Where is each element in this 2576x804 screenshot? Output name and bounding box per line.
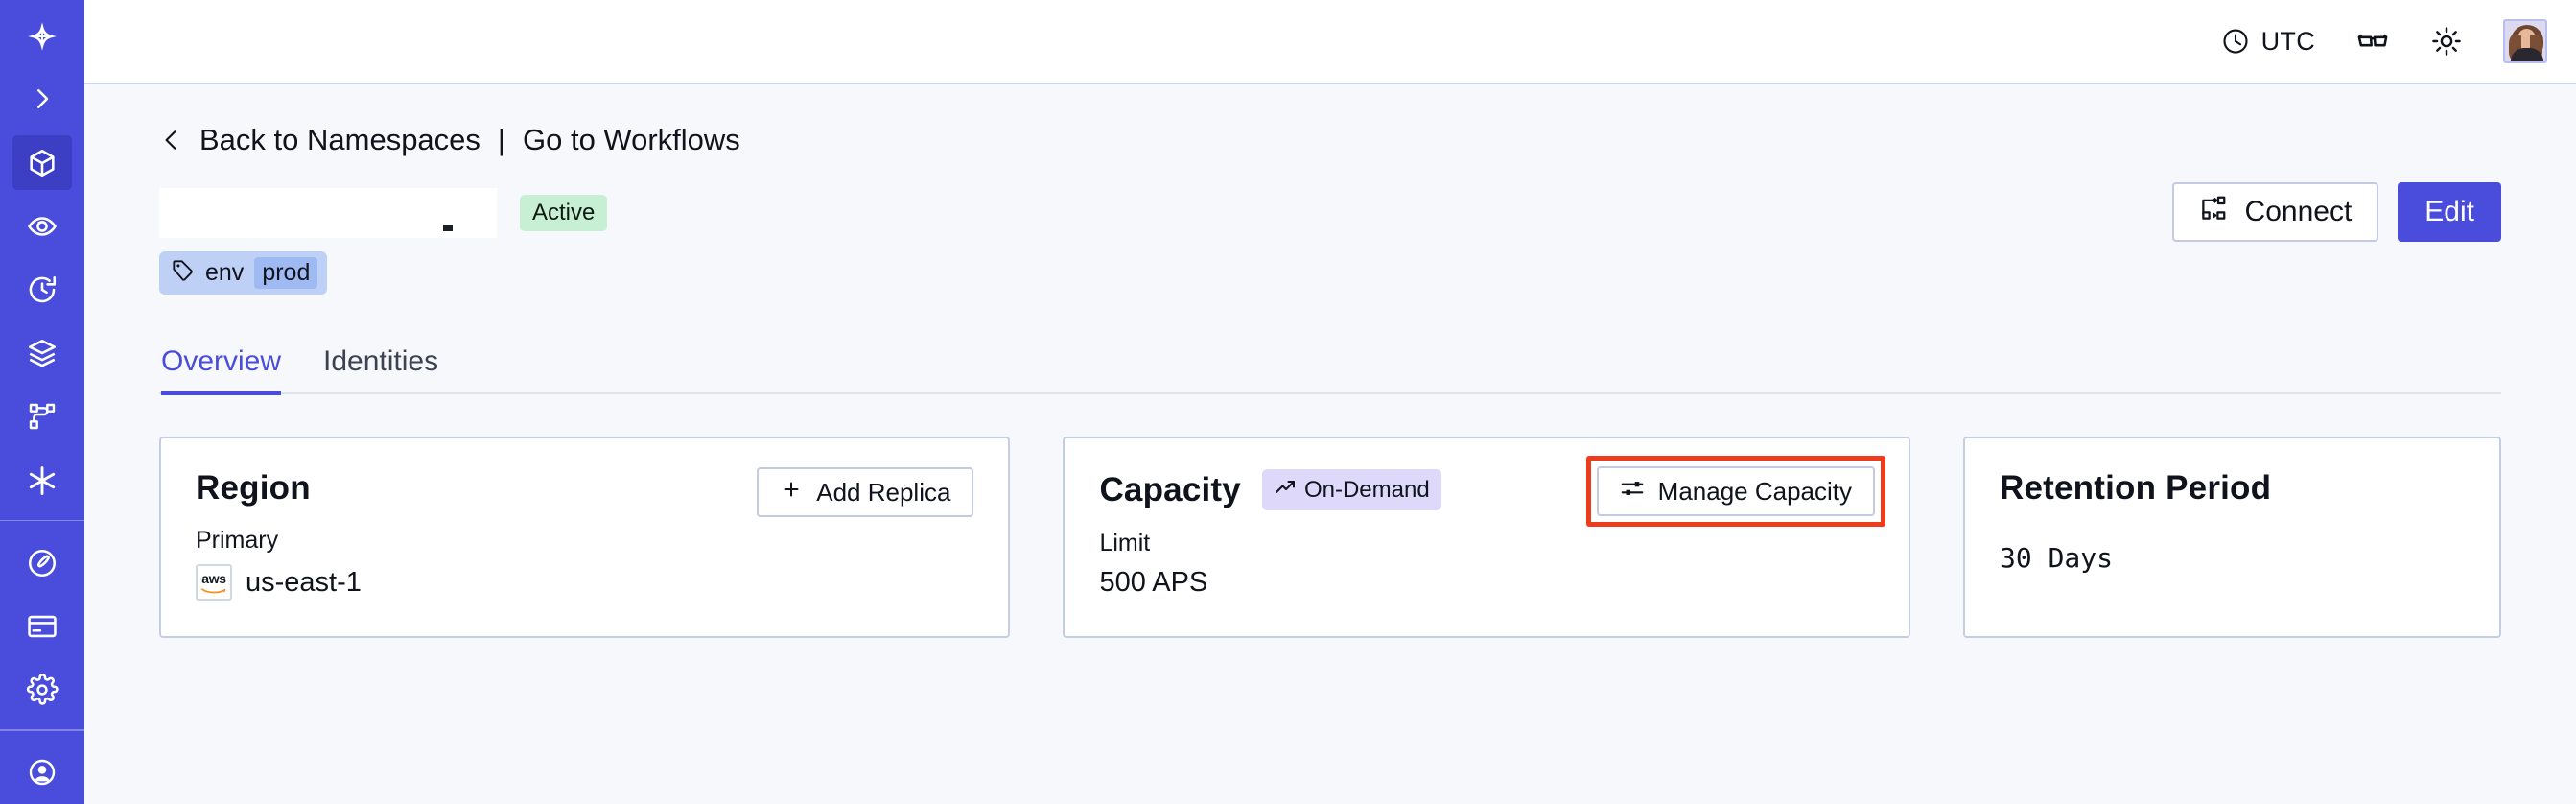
avatar-body [2511, 48, 2543, 61]
plus-icon [780, 478, 803, 508]
capacity-mode-label: On-Demand [1303, 476, 1430, 503]
temporal-logo-icon[interactable] [12, 10, 72, 63]
capacity-limit-value: 500 APS [1099, 567, 1208, 598]
sidebar-item-namespaces[interactable] [12, 135, 72, 190]
trending-up-icon [1274, 476, 1297, 504]
sidebar-item-nexus[interactable] [12, 453, 72, 507]
sidebar-divider-2 [0, 729, 84, 731]
tag-value: prod [254, 257, 318, 289]
sidebar-item-schedules[interactable] [12, 263, 72, 317]
namespace-title-row: Active [159, 182, 2501, 242]
region-value-row: aws us-east-1 [196, 564, 973, 601]
manage-capacity-label: Manage Capacity [1657, 476, 1852, 506]
timezone-label: UTC [2260, 26, 2315, 56]
capacity-card-title: Capacity [1099, 470, 1241, 508]
sidebar-divider-1 [0, 519, 84, 522]
connect-icon [2199, 194, 2228, 230]
add-replica-button[interactable]: Add Replica [757, 467, 974, 517]
region-card: Region Add Replica Primary aws [159, 437, 1011, 638]
capacity-limit-label: Limit [1099, 530, 1151, 556]
retention-card-header: Retention Period [2000, 469, 2465, 508]
status-badge: Active [520, 195, 608, 231]
add-replica-label: Add Replica [816, 477, 951, 507]
overview-cards: Region Add Replica Primary aws [159, 437, 2501, 638]
timezone-selector[interactable]: UTC [2221, 27, 2315, 57]
header-actions: Connect Edit [2171, 182, 2501, 242]
primary-sidebar [0, 0, 84, 804]
region-value: us-east-1 [246, 566, 362, 598]
sidebar-item-settings[interactable] [12, 663, 72, 717]
edit-button[interactable]: Edit [2398, 182, 2501, 242]
page-content: Back to Namespaces | Go to Workflows Act… [84, 84, 2576, 804]
connect-button[interactable]: Connect [2171, 182, 2379, 242]
region-primary-label: Primary [196, 527, 279, 554]
sidebar-item-batch-operations[interactable] [12, 326, 72, 380]
top-bar-actions: UTC [2221, 19, 2547, 63]
top-bar: UTC [84, 0, 2576, 84]
sidebar-item-usage[interactable] [12, 535, 72, 589]
sun-icon[interactable] [2430, 25, 2463, 58]
breadcrumb: Back to Namespaces | Go to Workflows [159, 119, 2501, 161]
namespace-tag: env prod [159, 251, 328, 295]
sidebar-item-observability[interactable] [12, 200, 72, 253]
retention-card-title: Retention Period [2000, 469, 2272, 507]
tab-overview[interactable]: Overview [161, 345, 282, 395]
sliders-icon [1620, 476, 1645, 508]
tab-identities[interactable]: Identities [323, 345, 439, 377]
page-title [159, 188, 497, 238]
glasses-icon[interactable] [2355, 24, 2390, 59]
sidebar-item-account[interactable] [12, 745, 72, 799]
sidebar-item-expand-sidebar[interactable] [12, 72, 72, 126]
aws-logo-icon: aws [196, 564, 232, 601]
retention-card: Retention Period 30 Days [1963, 437, 2501, 638]
connect-button-label: Connect [2244, 196, 2353, 227]
breadcrumb-back-link[interactable]: Back to Namespaces [199, 123, 480, 156]
manage-capacity-button[interactable]: Manage Capacity [1596, 466, 1875, 516]
tag-icon [171, 258, 195, 289]
region-card-title: Region [196, 469, 311, 507]
region-card-header: Region [196, 469, 973, 508]
avatar[interactable] [2503, 19, 2547, 63]
capacity-card: Capacity On-Demand [1063, 437, 1910, 638]
sidebar-item-billing[interactable] [12, 600, 72, 653]
tab-bar: Overview Identities [159, 333, 2501, 395]
capacity-card-header: Capacity On-Demand [1099, 469, 1874, 510]
page-title-glyph [443, 225, 453, 231]
sidebar-item-workflows[interactable] [12, 390, 72, 443]
main-column: UTC [84, 0, 2576, 804]
breadcrumb-separator: | [497, 123, 505, 156]
chevron-left-icon[interactable] [159, 125, 184, 155]
manage-capacity-highlight: Manage Capacity [1585, 456, 1885, 527]
retention-value: 30 Days [2000, 542, 2114, 574]
capacity-mode-badge: On-Demand [1261, 469, 1441, 510]
clock-icon [2221, 27, 2250, 56]
tag-key: env [205, 259, 245, 286]
breadcrumb-workflows-link[interactable]: Go to Workflows [522, 123, 740, 156]
